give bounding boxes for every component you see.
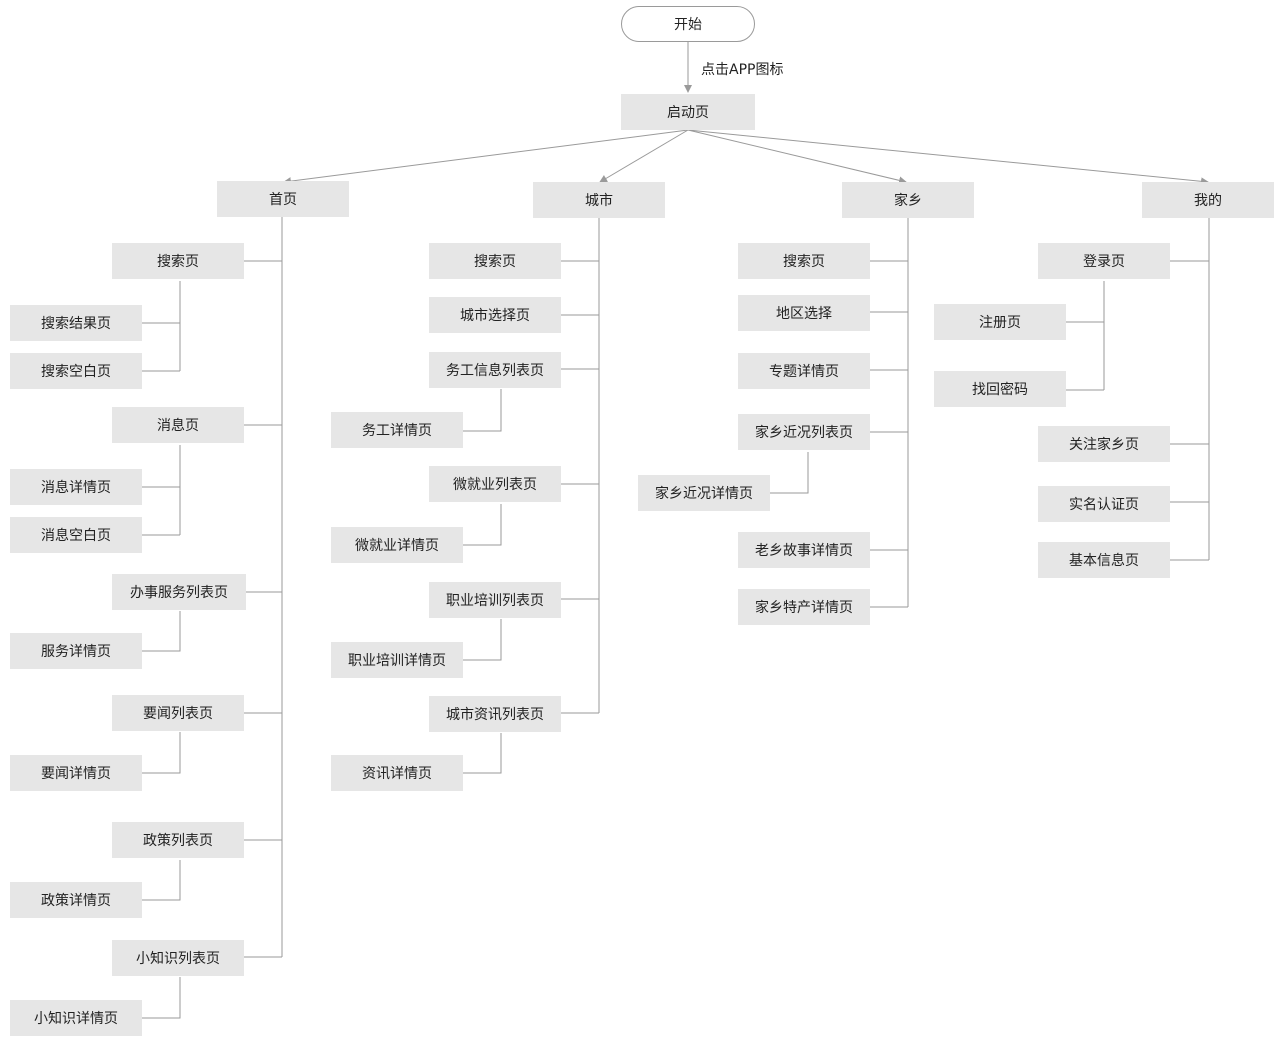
tab-city-node: 城市 xyxy=(533,182,665,218)
hometown-region-node: 地区选择 xyxy=(738,295,870,331)
hometown-story-node: 老乡故事详情页 xyxy=(738,532,870,568)
tab-home-node: 首页 xyxy=(217,181,349,217)
home-service-list-node: 办事服务列表页 xyxy=(112,574,246,610)
home-search-node: 搜索页 xyxy=(112,243,244,279)
home-service-detail-node: 服务详情页 xyxy=(10,633,142,669)
home-message-detail-node: 消息详情页 xyxy=(10,469,142,505)
mine-basic-node: 基本信息页 xyxy=(1038,542,1170,578)
home-news-list-node: 要闻列表页 xyxy=(112,695,244,731)
edge-label-start: 点击APP图标 xyxy=(701,62,784,78)
home-tips-list-node: 小知识列表页 xyxy=(112,940,244,976)
home-search-result-node: 搜索结果页 xyxy=(10,305,142,341)
home-message-empty-node: 消息空白页 xyxy=(10,517,142,553)
home-tips-detail-node: 小知识详情页 xyxy=(10,1000,142,1036)
city-info-detail-node: 资讯详情页 xyxy=(331,755,463,791)
city-micro-list-node: 微就业列表页 xyxy=(429,466,561,502)
tab-hometown-node: 家乡 xyxy=(842,182,974,218)
home-news-detail-node: 要闻详情页 xyxy=(10,755,142,791)
city-work-detail-node: 务工详情页 xyxy=(331,412,463,448)
mine-register-node: 注册页 xyxy=(934,304,1066,340)
home-policy-detail-node: 政策详情页 xyxy=(10,882,142,918)
hometown-specialty-node: 家乡特产详情页 xyxy=(738,589,870,625)
start-node: 开始 xyxy=(621,6,755,42)
city-work-list-node: 务工信息列表页 xyxy=(429,352,561,388)
city-info-list-node: 城市资讯列表页 xyxy=(429,696,561,732)
mine-verify-node: 实名认证页 xyxy=(1038,486,1170,522)
home-policy-list-node: 政策列表页 xyxy=(112,822,244,858)
launch-node: 启动页 xyxy=(621,94,755,130)
tab-mine-node: 我的 xyxy=(1142,182,1274,218)
home-message-node: 消息页 xyxy=(112,407,244,443)
hometown-news-list-node: 家乡近况列表页 xyxy=(738,414,870,450)
city-training-list-node: 职业培训列表页 xyxy=(429,582,561,618)
hometown-topic-node: 专题详情页 xyxy=(738,353,870,389)
city-search-node: 搜索页 xyxy=(429,243,561,279)
mine-recover-node: 找回密码 xyxy=(934,371,1066,407)
city-training-detail-node: 职业培训详情页 xyxy=(331,642,463,678)
mine-follow-node: 关注家乡页 xyxy=(1038,426,1170,462)
mine-login-node: 登录页 xyxy=(1038,243,1170,279)
city-micro-detail-node: 微就业详情页 xyxy=(331,527,463,563)
hometown-search-node: 搜索页 xyxy=(738,243,870,279)
hometown-news-detail-node: 家乡近况详情页 xyxy=(638,475,770,511)
home-search-empty-node: 搜索空白页 xyxy=(10,353,142,389)
city-select-node: 城市选择页 xyxy=(429,297,561,333)
